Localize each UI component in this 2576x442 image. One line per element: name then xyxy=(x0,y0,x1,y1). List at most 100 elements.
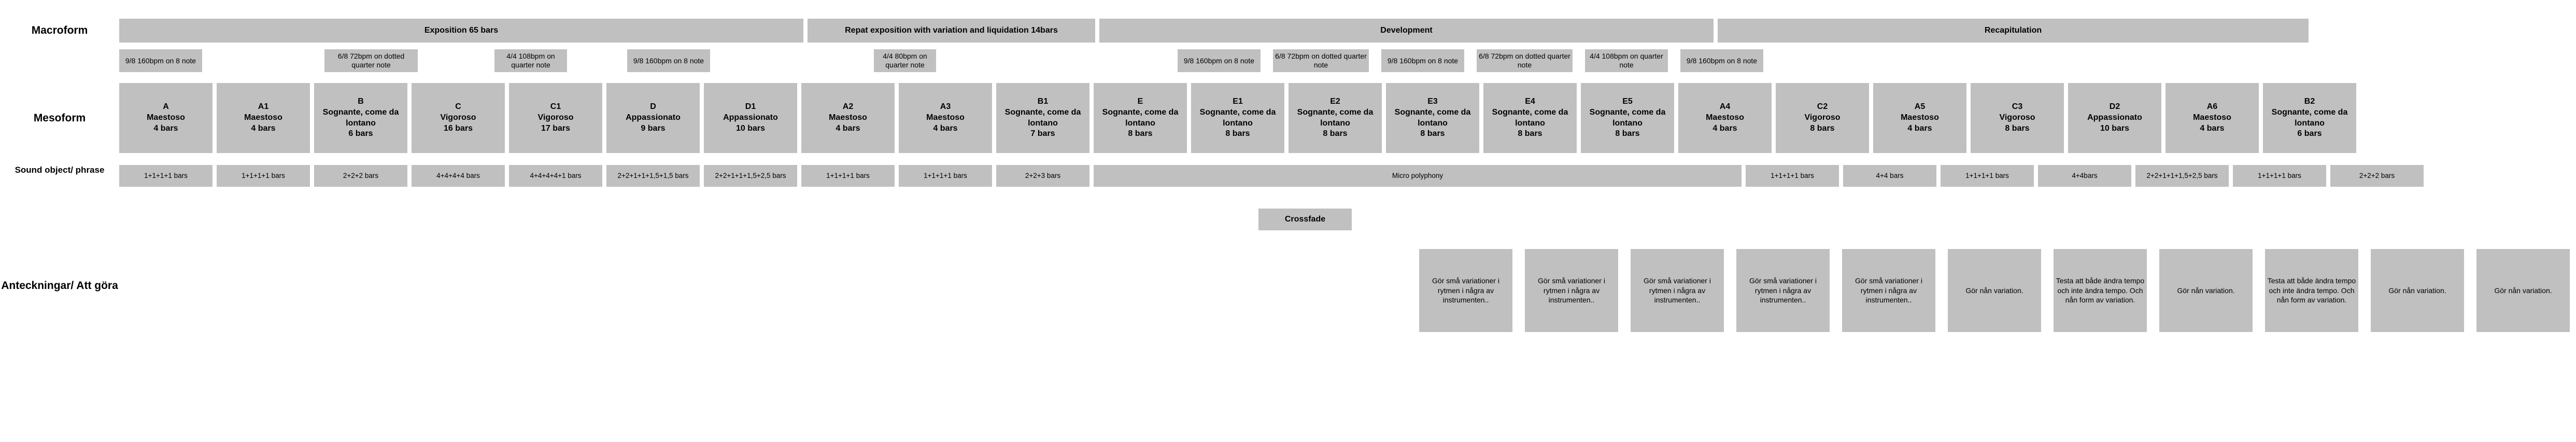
phrase-cell-10[interactable]: Micro polyphony xyxy=(1094,165,1742,187)
phrase-cell-4[interactable]: 4+4+4+4+1 bars xyxy=(509,165,602,187)
tempo-marker-4[interactable]: 4/4 80bpm on quarter note xyxy=(874,49,936,72)
tempo-marker-4-text: 4/4 80bpm on quarter note xyxy=(883,52,927,69)
spacer xyxy=(1940,249,1944,332)
note-cell-1-text: Gör små variationer i rytmen i några av … xyxy=(1538,276,1605,305)
tempo-marker-2[interactable]: 4/4 108bpm on quarter note xyxy=(494,49,567,72)
mesoform-id: E3 xyxy=(1427,96,1438,106)
phrase-cell-16[interactable]: 1+1+1+1 bars xyxy=(2233,165,2326,187)
phrase-cell-1[interactable]: 1+1+1+1 bars xyxy=(217,165,310,187)
note-cell-3[interactable]: Gör små variationer i rytmen i några av … xyxy=(1736,249,1830,332)
note-cell-4[interactable]: Gör små variationer i rytmen i några av … xyxy=(1842,249,1935,332)
note-cell-6-text: Testa att både ändra tempo och inte ändr… xyxy=(2056,276,2145,305)
mesoform-id: C1 xyxy=(550,102,561,112)
macroform-section-3[interactable]: Recapitulation xyxy=(1718,19,2309,43)
tempo-marker-10[interactable]: 9/8 160bpm on 8 note xyxy=(1680,49,1763,72)
phrase-cell-8[interactable]: 1+1+1+1 bars xyxy=(899,165,992,187)
tempo-marker-5[interactable]: 9/8 160bpm on 8 note xyxy=(1178,49,1261,72)
tempo-marker-9[interactable]: 4/4 108bpm on quarter note xyxy=(1585,49,1668,72)
macroform-section-2[interactable]: Development xyxy=(1099,19,1714,43)
note-cell-0[interactable]: Gör små variationer i rytmen i några av … xyxy=(1419,249,1512,332)
note-cell-7[interactable]: Gör nån variation. xyxy=(2159,249,2253,332)
macroform-section-0-text: Exposition 65 bars xyxy=(424,26,499,35)
phrase-cell-6[interactable]: 2+2+1+1+1,5+2,5 bars xyxy=(704,165,797,187)
mesoform-character: Maestoso xyxy=(829,113,867,122)
phrase-cell-8-text: 1+1+1+1 bars xyxy=(924,172,967,180)
note-cell-5[interactable]: Gör nån variation. xyxy=(1948,249,2041,332)
phrase-cell-15[interactable]: 2+2+1+1+1,5+2,5 bars xyxy=(2135,165,2229,187)
note-cell-1[interactable]: Gör små variationer i rytmen i några av … xyxy=(1525,249,1618,332)
tempo-meter-lane: 9/8 160bpm on 8 note 6/8 72bpm on dotted … xyxy=(119,49,2576,72)
note-cell-3-text: Gör små variationer i rytmen i några av … xyxy=(1749,276,1817,305)
spacer xyxy=(1468,49,1473,72)
mesoform-character: Sognante, come da lontano xyxy=(1589,107,1666,128)
mesoform-id: E4 xyxy=(1525,96,1535,106)
mesoform-character: Vigoroso xyxy=(1804,113,1841,122)
phrase-cell-0[interactable]: 1+1+1+1 bars xyxy=(119,165,213,187)
mesoform-character: Sognante, come da lontano xyxy=(322,107,399,128)
note-cell-10[interactable]: Gör nån variation. xyxy=(2476,249,2570,332)
spacer xyxy=(1265,49,1269,72)
note-cell-6[interactable]: Testa att både ändra tempo och inte ändr… xyxy=(2054,249,2147,332)
tempo-marker-1[interactable]: 6/8 72bpm on dotted quarter note xyxy=(324,49,418,72)
tempo-marker-8[interactable]: 6/8 72bpm on dotted quarter note xyxy=(1477,49,1573,72)
note-cell-2[interactable]: Gör små variationer i rytmen i några av … xyxy=(1631,249,1724,332)
phrase-cell-17[interactable]: 2+2+2 bars xyxy=(2330,165,2424,187)
phrase-cell-14[interactable]: 4+4bars xyxy=(2038,165,2131,187)
phrase-cell-7[interactable]: 1+1+1+1 bars xyxy=(801,165,895,187)
tempo-marker-9-text: 4/4 108bpm on quarter note xyxy=(1590,52,1663,69)
phrase-cell-5[interactable]: 2+2+1+1+1,5+1,5 bars xyxy=(606,165,700,187)
note-cell-9[interactable]: Gör nån variation. xyxy=(2371,249,2464,332)
note-cell-8[interactable]: Testa att både ändra tempo och inte ändr… xyxy=(2265,249,2358,332)
spacer xyxy=(1672,49,1676,72)
macroform-section-1[interactable]: Repat exposition with variation and liqu… xyxy=(808,19,1095,43)
phrase-cell-2[interactable]: 2+2+2 bars xyxy=(314,165,407,187)
macroform-section-0[interactable]: Exposition 65 bars xyxy=(119,19,803,43)
tempo-marker-0[interactable]: 9/8 160bpm on 8 note xyxy=(119,49,202,72)
phrase-cell-13[interactable]: 1+1+1+1 bars xyxy=(1941,165,2034,187)
mesoform-bars: 4 bars xyxy=(933,123,958,133)
phrase-cell-3[interactable]: 4+4+4+4 bars xyxy=(412,165,505,187)
tempo-marker-6[interactable]: 6/8 72bpm on dotted quarter note xyxy=(1273,49,1369,72)
tempo-marker-0-text: 9/8 160bpm on 8 note xyxy=(125,56,196,65)
crossfade-box[interactable]: Crossfade xyxy=(1258,209,1352,230)
phrase-cell-14-text: 4+4bars xyxy=(2072,172,2098,180)
phrase-cell-11[interactable]: 1+1+1+1 bars xyxy=(1746,165,1839,187)
macroform-section-3-text: Recapitulation xyxy=(1984,26,2042,35)
tempo-marker-3-text: 9/8 160bpm on 8 note xyxy=(633,56,704,65)
mesoform-id: A6 xyxy=(2206,102,2218,112)
phrase-cell-13-text: 1+1+1+1 bars xyxy=(1965,172,2009,180)
tempo-marker-3[interactable]: 9/8 160bpm on 8 note xyxy=(627,49,710,72)
note-cell-8-text: Testa att både ändra tempo och inte ändr… xyxy=(2267,276,2356,305)
spacer xyxy=(1622,249,1626,332)
phrase-cell-17-text: 2+2+2 bars xyxy=(2359,172,2395,180)
phrase-cell-12[interactable]: 4+4 bars xyxy=(1843,165,1936,187)
tempo-marker-7[interactable]: 9/8 160bpm on 8 note xyxy=(1381,49,1464,72)
phrase-cell-9[interactable]: 2+2+3 bars xyxy=(996,165,1089,187)
mesoform-character: Sognante, come da lontano xyxy=(2271,107,2348,128)
note-cell-5-text: Gör nån variation. xyxy=(1965,286,2023,295)
